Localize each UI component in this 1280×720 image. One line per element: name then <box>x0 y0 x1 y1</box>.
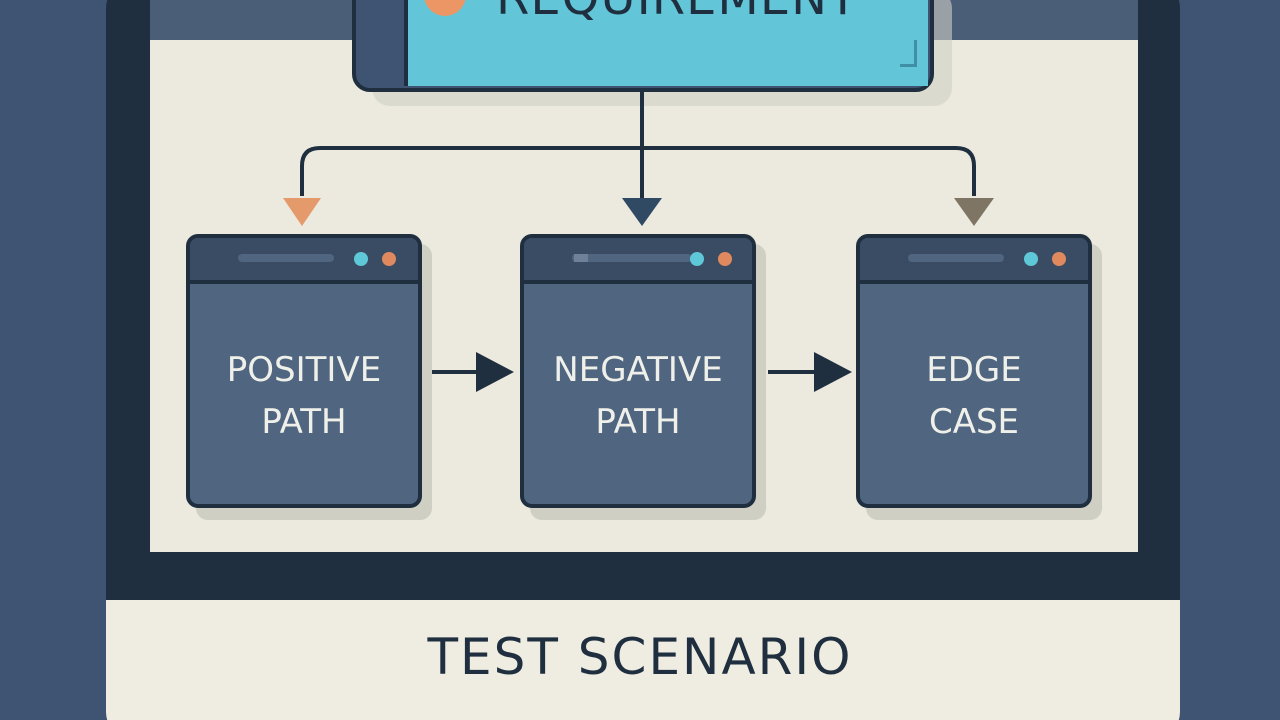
card-label-line2: CASE <box>928 402 1020 442</box>
arrow-right-2-icon <box>814 352 852 392</box>
title-bar-mark <box>574 254 588 262</box>
card-label-line2: PATH <box>261 402 347 442</box>
card-negative-path: NEGATIVE PATH <box>520 234 756 508</box>
requirement-panel <box>404 0 928 86</box>
title-bar-line <box>908 254 1004 262</box>
card-title-bar <box>524 238 752 284</box>
card-positive-path: POSITIVE PATH <box>186 234 422 508</box>
caption-title: TEST SCENARIO <box>427 628 853 686</box>
card-title-bar <box>190 238 418 284</box>
orange-dot-icon <box>1052 252 1066 266</box>
requirement-label: REQUIREMENT <box>496 0 858 26</box>
card-label-line1: NEGATIVE <box>553 350 723 390</box>
card-label: NEGATIVE PATH <box>524 344 752 448</box>
card-label-line1: POSITIVE <box>226 350 382 390</box>
orange-dot-icon <box>382 252 396 266</box>
teal-dot-icon <box>690 252 704 266</box>
arrow-down-left-icon <box>283 198 321 226</box>
card-label-line2: PATH <box>595 402 681 442</box>
orange-dot-icon <box>718 252 732 266</box>
title-bar-line <box>572 254 692 262</box>
caption-panel <box>106 600 1180 720</box>
teal-dot-icon <box>1024 252 1038 266</box>
card-title-bar <box>860 238 1088 284</box>
arrow-down-right-icon <box>954 198 994 226</box>
arrow-down-center-icon <box>622 198 662 226</box>
connector-branch-line <box>300 146 976 196</box>
card-label-line1: EDGE <box>926 350 1022 390</box>
card-label: EDGE CASE <box>860 344 1088 448</box>
teal-dot-icon <box>354 252 368 266</box>
title-bar-line <box>238 254 334 262</box>
requirement-dot-icon <box>424 0 466 16</box>
card-label: POSITIVE PATH <box>190 344 418 448</box>
card-edge-case: EDGE CASE <box>856 234 1092 508</box>
requirement-corner-mark <box>900 40 917 67</box>
arrow-right-1-icon <box>476 352 514 392</box>
